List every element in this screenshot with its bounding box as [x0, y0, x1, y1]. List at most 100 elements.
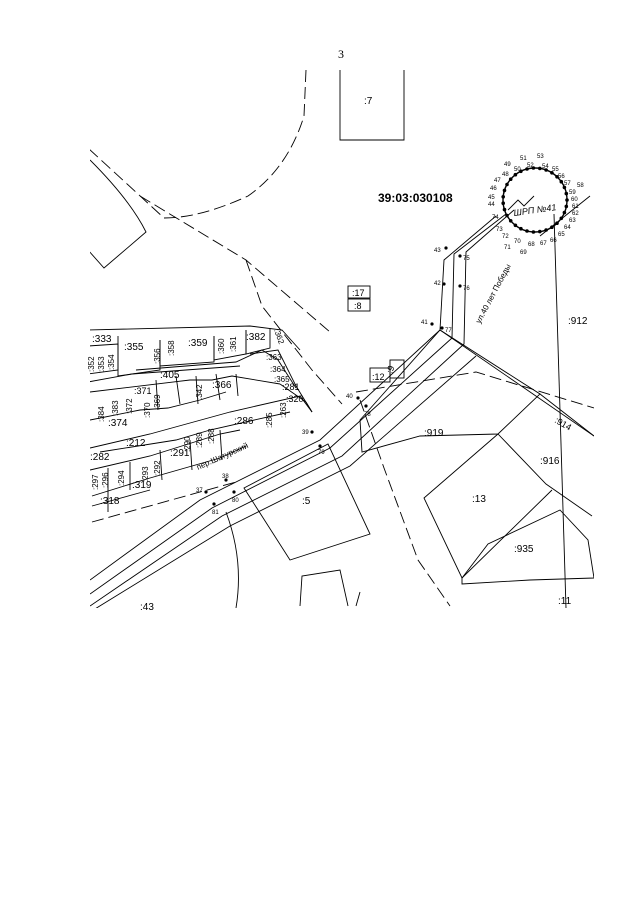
point-48: 48 [502, 172, 509, 178]
parcel-9: :9 [384, 364, 396, 374]
block-number: 39:03:030108 [378, 191, 453, 205]
point-67: 67 [540, 241, 547, 247]
station-ring-dot [525, 229, 529, 233]
parcel-319: :319 [132, 480, 152, 491]
parcel-355: :355 [124, 342, 144, 353]
point-54: 54 [542, 164, 549, 170]
point-55: 55 [552, 167, 559, 173]
parcel-288: :288 [207, 428, 216, 444]
point-77: 77 [445, 328, 452, 334]
station-ring-dot [564, 191, 569, 196]
station-ring-dot [501, 201, 506, 205]
parcel-286: :286 [234, 416, 254, 427]
parcel-17: :17 [352, 288, 365, 298]
point-79: 79 [318, 450, 325, 456]
parcel-292: :292 [153, 460, 162, 476]
parcel-919: :919 [424, 428, 444, 439]
parcel-358: :358 [167, 340, 176, 356]
point-47: 47 [494, 178, 501, 184]
station-ring-dot [508, 177, 513, 181]
parcel-labels: :7 :17 :8 :912 :914 :919 :916 :13 :935 :… [87, 96, 588, 613]
point-70: 70 [514, 239, 521, 245]
station-ring-dot [544, 228, 548, 232]
parcel-370: :370 [143, 402, 152, 418]
box-17 [347, 285, 371, 299]
parcel-362: :362 [272, 328, 286, 346]
parcel-212: :212 [126, 438, 146, 449]
parcel-363: :363 [266, 353, 282, 362]
parcel-935: :935 [514, 544, 534, 555]
parcel-361: :361 [229, 336, 238, 352]
station-ring-dot [502, 207, 507, 212]
point-37: 37 [196, 488, 203, 494]
parcel-281: :281 [282, 382, 300, 392]
parcel-320: :320 [286, 394, 304, 404]
parcel-382: :382 [246, 332, 266, 343]
parcel-353: :353 [97, 356, 106, 372]
point-40: 40 [346, 394, 353, 400]
parcel-294: :294 [117, 470, 126, 486]
parcel-293: :293 [141, 466, 150, 482]
point-52: 52 [527, 163, 534, 169]
point-78: 78 [364, 412, 371, 418]
building-south [299, 569, 349, 607]
dashed-boundaries [90, 69, 594, 607]
point-60: 60 [571, 197, 578, 203]
parcel-369: :369 [153, 394, 162, 410]
road-edge-south [225, 511, 239, 608]
station-ring-dot [550, 225, 554, 229]
station-ring-dot [565, 198, 569, 202]
parcel-12: :12 [372, 372, 385, 382]
station-ring-dot [559, 179, 564, 184]
point-45: 45 [488, 195, 495, 201]
parcel-916-edge [497, 433, 593, 517]
point-75: 75 [463, 256, 470, 262]
point-51: 51 [520, 156, 527, 162]
parcel-916: :916 [540, 456, 560, 467]
building-outline-nw [90, 159, 147, 269]
point-76: 76 [463, 286, 470, 292]
parcel-285: :285 [265, 412, 274, 428]
parcel-13-outline [423, 433, 553, 579]
point-65: 65 [558, 232, 565, 238]
point-43: 43 [434, 248, 441, 254]
station-ring-dot [555, 221, 559, 225]
point-46: 46 [490, 186, 497, 192]
parcel-359: :359 [188, 338, 208, 349]
station-ring-dot [544, 168, 548, 172]
station-ring-dot [513, 223, 518, 228]
parcel-374: :374 [108, 418, 128, 429]
building-south-2 [355, 591, 361, 607]
point-50: 50 [514, 167, 521, 173]
box-9 [389, 359, 405, 379]
station-ring-dot [564, 204, 569, 209]
parcel-405: :405 [160, 370, 180, 381]
point-81: 81 [212, 510, 219, 516]
parcel-5: :5 [302, 496, 311, 507]
station-ring-dot [550, 171, 554, 175]
station-ring-dot [531, 166, 536, 170]
point-labels: 43 75 42 76 41 77 40 78 39 79 38 80 37 8… [196, 154, 584, 516]
point-44: 44 [488, 202, 495, 208]
boundary-914 [439, 329, 594, 437]
station-ring-dot [538, 166, 542, 171]
station-ring-dot [505, 213, 509, 218]
parcel-263: :263 [279, 402, 288, 418]
station-ring-dot [555, 175, 559, 179]
point-66: 66 [550, 238, 557, 244]
point-56: 56 [558, 174, 565, 180]
station-ring-dot [538, 229, 542, 234]
point-64: 64 [564, 225, 571, 231]
parcel-372: :372 [125, 398, 134, 414]
parcel-7-outline [339, 70, 405, 141]
station-ring-dot [562, 185, 567, 190]
point-71: 71 [504, 245, 511, 251]
station-ring-dot [519, 226, 523, 231]
point-38: 38 [222, 474, 229, 480]
parcel-13: :13 [472, 494, 486, 505]
parcel-342: :342 [195, 384, 204, 400]
point-62: 62 [572, 211, 579, 217]
parcel-352: :352 [87, 356, 96, 372]
parcel-318: :318 [100, 496, 120, 507]
